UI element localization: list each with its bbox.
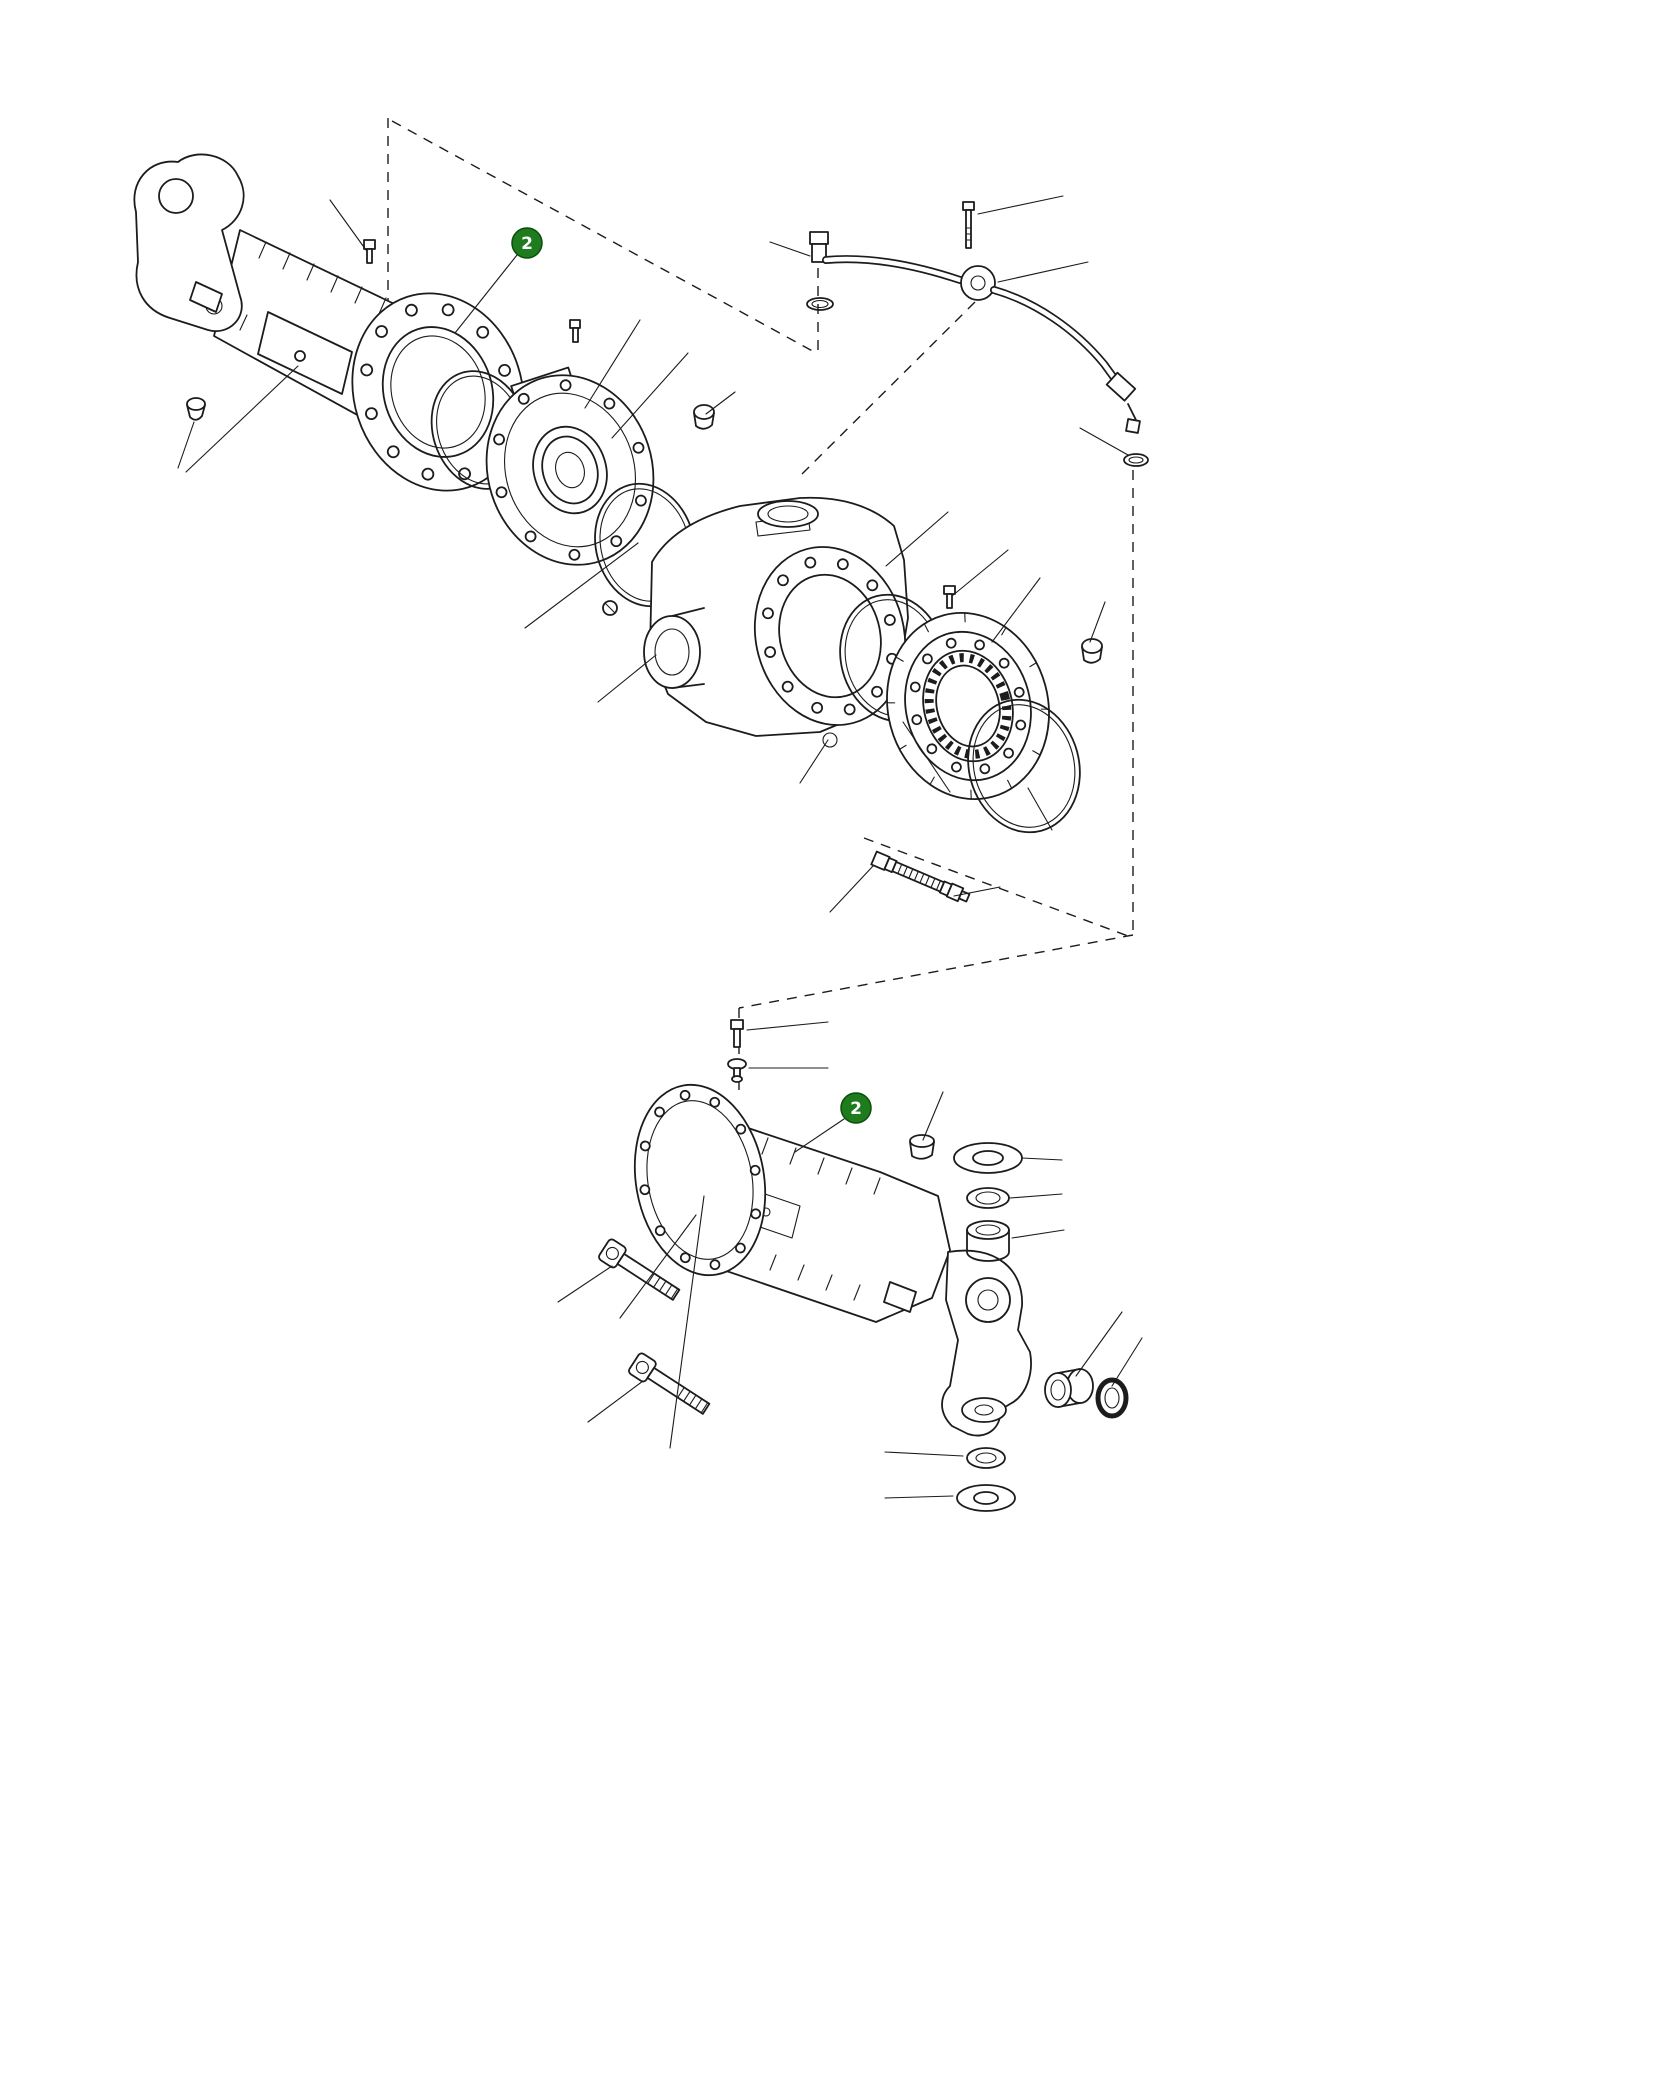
elbow-fitting-right bbox=[1105, 371, 1149, 467]
leader-lines bbox=[177, 195, 1143, 1499]
flat-washer-lower bbox=[956, 1484, 1016, 1512]
hydraulic-pipe-assembly bbox=[806, 201, 1149, 467]
hex-nut bbox=[909, 1134, 935, 1160]
callout-badge-lower-label: 2 bbox=[850, 1099, 862, 1119]
flexible-hose bbox=[870, 850, 971, 903]
shaft-seal bbox=[1095, 1377, 1129, 1419]
seal-ring-upper bbox=[966, 1187, 1010, 1209]
o-ring-4 bbox=[967, 698, 1081, 834]
bushing-upper bbox=[966, 1220, 1010, 1262]
seal-ring-lower bbox=[966, 1447, 1006, 1469]
banjo-fitting-left bbox=[806, 231, 834, 311]
callout-badge-upper[interactable]: 2 bbox=[511, 227, 543, 259]
lower-axle-housing bbox=[633, 1083, 1032, 1437]
splined-hub-2 bbox=[886, 611, 1050, 801]
breather-bolt bbox=[730, 1019, 744, 1048]
steering-yoke bbox=[941, 1249, 1032, 1437]
hub-bolt bbox=[569, 319, 581, 343]
callout-badge-upper-label: 2 bbox=[521, 234, 533, 254]
callout-badge-lower[interactable]: 2 bbox=[840, 1092, 872, 1124]
socket-bolt-1 bbox=[598, 1238, 681, 1301]
plug-cap-2 bbox=[1081, 638, 1103, 664]
thrust-washer bbox=[953, 1142, 1023, 1174]
grease-bolt bbox=[943, 585, 956, 609]
pipe-clamp-bolt bbox=[962, 201, 975, 249]
small-o-ring bbox=[822, 732, 838, 748]
bushing-lower bbox=[1044, 1368, 1094, 1408]
planetary-hub-1 bbox=[485, 366, 655, 566]
plug-lower-left bbox=[186, 397, 206, 421]
socket-bolt-2 bbox=[628, 1352, 711, 1415]
breather-valve bbox=[727, 1058, 747, 1083]
plug-cap-1 bbox=[693, 404, 715, 430]
vent-bolt bbox=[363, 239, 376, 264]
